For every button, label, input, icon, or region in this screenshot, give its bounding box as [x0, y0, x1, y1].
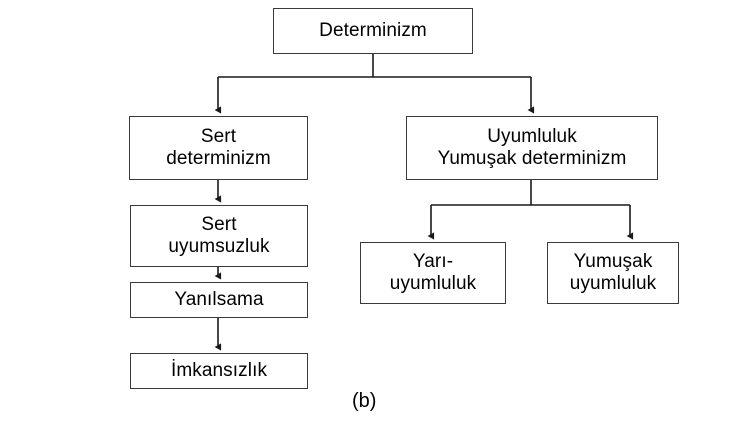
node-determinizm[interactable]: Determinizm: [273, 8, 473, 54]
figure-caption: (b): [352, 390, 377, 412]
node-yumusak-uyumluluk[interactable]: Yumuşak uyumluluk: [547, 242, 679, 304]
node-uyumluluk-yumusak-determinizm[interactable]: Uyumluluk Yumuşak determinizm: [406, 116, 658, 180]
node-sert-determinizm[interactable]: Sert determinizm: [129, 116, 308, 180]
node-sert-uyumsuzluk[interactable]: Sert uyumsuzluk: [130, 205, 308, 267]
node-yari-uyumluluk[interactable]: Yarı- uyumluluk: [360, 242, 506, 304]
node-imkansizlik[interactable]: İmkansızlık: [130, 353, 308, 389]
edge-determinizm-to-children: [214, 54, 535, 114]
node-yanilsama[interactable]: Yanılsama: [130, 282, 308, 318]
edge-uyumluluk-to-children: [427, 180, 634, 240]
